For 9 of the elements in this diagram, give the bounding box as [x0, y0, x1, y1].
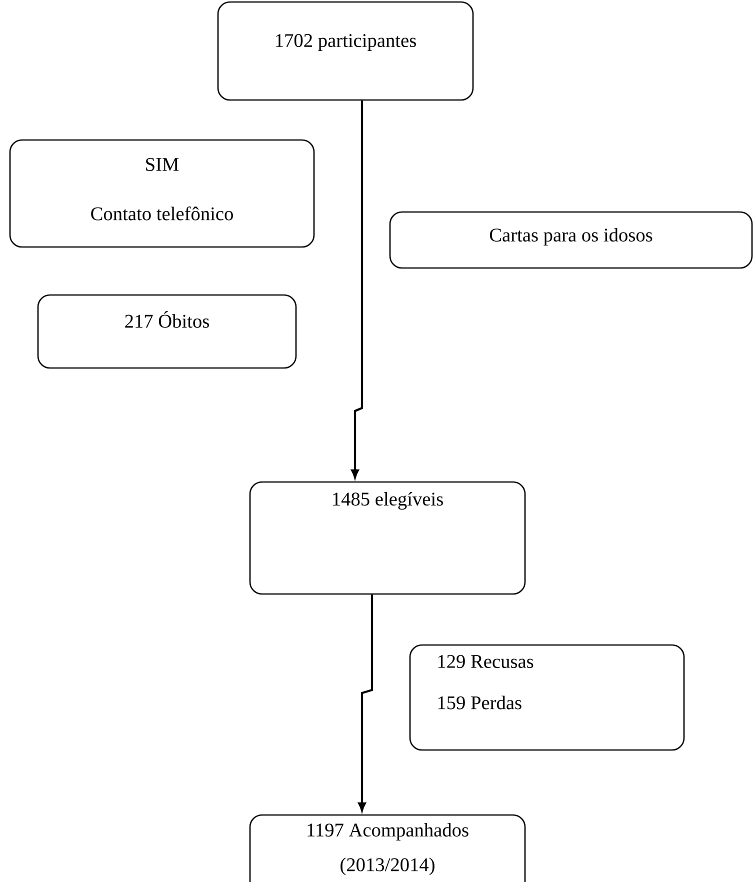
- process-box: 1702 participantes: [217, 1, 474, 101]
- process-box: 1197 Acompanhados (2013/2014): [249, 814, 526, 882]
- process-box: 217 Óbitos: [37, 294, 297, 369]
- process-box: SIM Contato telefônico: [9, 139, 315, 248]
- arrow: [358, 594, 374, 812]
- arrow: [351, 100, 364, 478]
- process-box: Cartas para os idosos: [389, 211, 753, 269]
- process-box: 129 Recusas 159 Perdas: [409, 644, 685, 751]
- process-box: 1485 elegíveis: [249, 481, 526, 595]
